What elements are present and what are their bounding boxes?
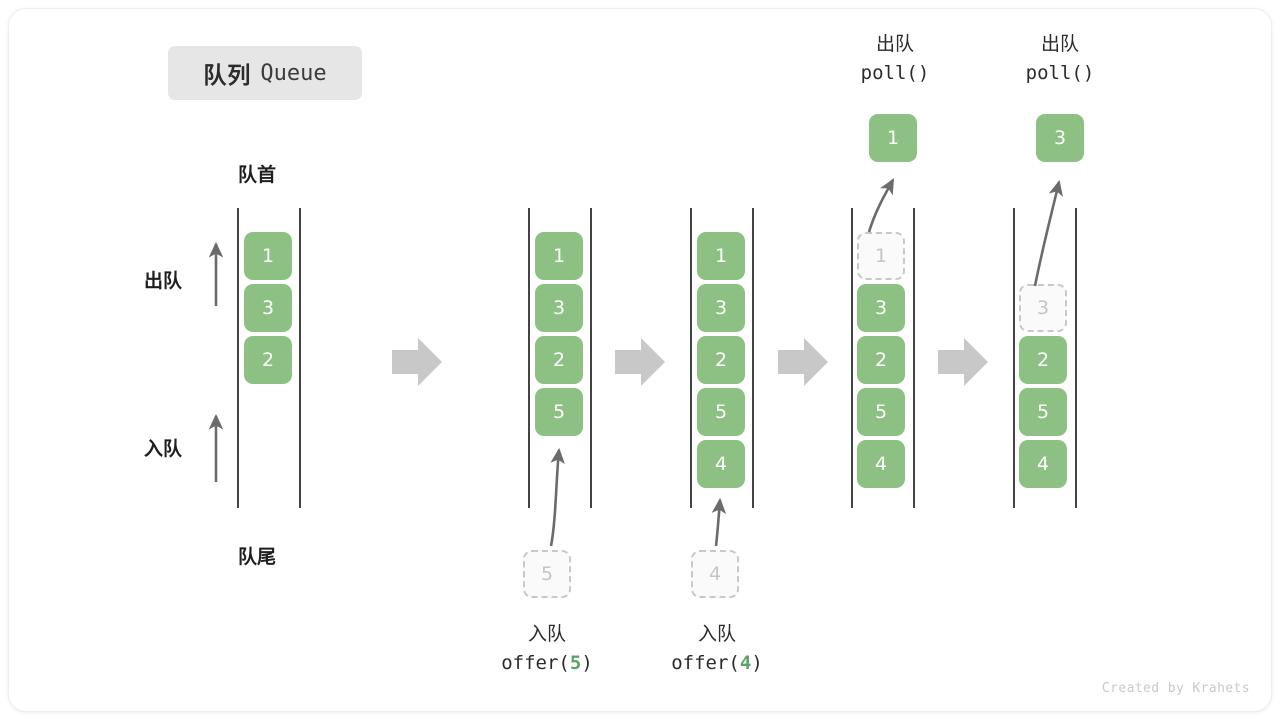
- queue-1-cell-1: 3: [244, 284, 292, 332]
- queue-4-rail-left: [851, 208, 853, 508]
- queue-3-caption: 入队 offer(4): [617, 620, 817, 679]
- queue-5-caption: 出队 poll(): [975, 30, 1145, 89]
- queue-4-rail-right: [913, 208, 915, 508]
- queue-4-cell-0-ghost: 1: [857, 232, 905, 280]
- queue-3-caption-suffix: ): [751, 652, 763, 675]
- queue-2-rail-left: [528, 208, 530, 508]
- queue-3-cell-2: 2: [697, 336, 745, 384]
- label-enqueue-side: 入队: [144, 438, 183, 460]
- queue-2-cell-0: 1: [535, 232, 583, 280]
- queue-5-cell-4: 4: [1019, 440, 1067, 488]
- queue-5-popped-cell: 3: [1036, 114, 1084, 162]
- queue-3-rail-right: [752, 208, 754, 508]
- queue-1-cell-2: 2: [244, 336, 292, 384]
- queue-5-caption-code: poll(): [1025, 62, 1095, 85]
- queue-4-caption-cn: 出队: [875, 33, 914, 55]
- title-english: Queue: [260, 60, 327, 86]
- label-dequeue-side: 出队: [144, 270, 183, 292]
- queue-4-popped-cell: 1: [869, 114, 917, 162]
- queue-2-rail-right: [590, 208, 592, 508]
- queue-3-caption-cn: 入队: [697, 623, 736, 645]
- queue-3-cell-3: 5: [697, 388, 745, 436]
- queue-5-rail-right: [1075, 208, 1077, 508]
- queue-4-caption: 出队 poll(): [810, 30, 980, 89]
- queue-2-caption-code: offer(5): [447, 649, 647, 678]
- queue-2-caption-num: 5: [569, 652, 582, 675]
- label-queue-head: 队首: [238, 164, 277, 186]
- queue-5-cell-2: 2: [1019, 336, 1067, 384]
- queue-5-caption-cn: 出队: [1040, 33, 1079, 55]
- diagram-title-chip: 队列 Queue: [168, 46, 362, 100]
- diagram-card: [8, 8, 1272, 712]
- queue-5-cell-3: 5: [1019, 388, 1067, 436]
- queue-3-cell-1: 3: [697, 284, 745, 332]
- queue-1-rail-left: [237, 208, 239, 508]
- watermark-credit: Created by Krahets: [1101, 681, 1250, 696]
- queue-2-cell-3: 5: [535, 388, 583, 436]
- queue-1-rail-right: [299, 208, 301, 508]
- queue-3-cell-4: 4: [697, 440, 745, 488]
- queue-4-cell-2: 2: [857, 336, 905, 384]
- queue-3-caption-num: 4: [739, 652, 752, 675]
- label-queue-tail: 队尾: [238, 546, 277, 568]
- queue-3-caption-code: offer(4): [617, 649, 817, 678]
- queue-2-caption-suffix: ): [581, 652, 593, 675]
- title-chinese: 队列: [203, 63, 252, 89]
- queue-4-cell-3: 5: [857, 388, 905, 436]
- queue-5-rail-left: [1013, 208, 1015, 508]
- queue-1-cell-0: 1: [244, 232, 292, 280]
- queue-3-caption-prefix: offer(: [671, 652, 740, 675]
- queue-4-caption-code: poll(): [860, 62, 930, 85]
- queue-4-cell-1: 3: [857, 284, 905, 332]
- queue-5-cell-1-ghost: 3: [1019, 284, 1067, 332]
- queue-2-pending-cell: 5: [523, 550, 571, 598]
- queue-4-cell-4: 4: [857, 440, 905, 488]
- queue-2-caption-cn: 入队: [527, 623, 566, 645]
- queue-3-pending-cell: 4: [691, 550, 739, 598]
- queue-3-rail-left: [690, 208, 692, 508]
- queue-3-cell-0: 1: [697, 232, 745, 280]
- queue-2-cell-2: 2: [535, 336, 583, 384]
- queue-2-caption: 入队 offer(5): [447, 620, 647, 679]
- queue-2-cell-1: 3: [535, 284, 583, 332]
- queue-2-caption-prefix: offer(: [501, 652, 570, 675]
